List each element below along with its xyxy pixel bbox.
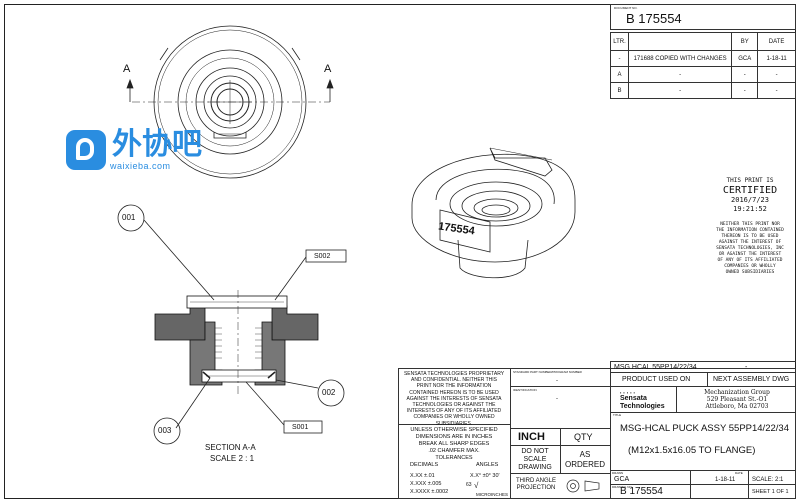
ident-label: IDENTIFICATION [513, 388, 537, 392]
rev-row: - 171688 COPIED WITH CHANGES GCA 1-18-11 [610, 50, 796, 67]
scale-value: SCALE: 2:1 [752, 477, 784, 483]
product-used-on-value: MSG HCAL 55PP14/22/34 [614, 364, 697, 371]
std-part-value: - [556, 378, 558, 384]
isometric-view [411, 147, 576, 279]
section-arrow-label-right: A [324, 63, 332, 75]
angles-label: ANGLES [476, 462, 499, 468]
callout-box-s001 [283, 420, 323, 434]
title-label: TITLE [613, 413, 622, 417]
certified-stamp: THIS PRINT IS CERTIFIED 2016/7/23 19:21:… [716, 177, 784, 275]
logo-dots-icon: ▪▪▪▪▪ [620, 390, 638, 395]
projection-symbol-icon [566, 479, 600, 493]
drawn-label: DRAWN [612, 471, 624, 475]
product-used-on-label: PRODUCT USED ON [622, 376, 691, 383]
rev-row: B - - - [610, 82, 796, 99]
drawn-value: GCA [614, 476, 630, 483]
doc-no-box [610, 4, 796, 30]
rev-header-desc [627, 32, 733, 51]
balloon-003-label: 003 [158, 426, 172, 435]
drawing-title-line2: (M12x1.5x16.05 TO FLANGE) [628, 445, 756, 456]
third-angle-projection: THIRD ANGLE PROJECTION [515, 478, 556, 491]
as-ordered: AS ORDERED [564, 450, 605, 469]
balloon-002 [317, 379, 345, 407]
balloon-002-label: 002 [322, 388, 336, 397]
drawing-no-label: DRAWING NO. [612, 485, 633, 489]
next-assy-label: NEXT ASSEMBLY DWG [713, 376, 790, 383]
rev-row: A - - - [610, 66, 796, 83]
tolerance-4: X.XXXX ±.0002 [410, 489, 449, 495]
title-block [398, 368, 796, 499]
balloon-001-label: 001 [122, 213, 136, 222]
watermark-logo-icon [66, 130, 106, 170]
doc-no: B 175554 [626, 11, 682, 26]
next-assy-value: - [745, 364, 748, 371]
callout-box-s002 [305, 249, 347, 263]
angle-tolerance: X.X° ±0° 30' [470, 473, 500, 479]
finish-check-icon: √ [474, 481, 479, 490]
watermark-brand: 外协吧 [112, 128, 202, 161]
doc-no-label: DOCUMENT NO. [614, 6, 638, 10]
section-arrow-label-left: A [123, 63, 131, 75]
units-inch: INCH [518, 431, 545, 443]
sheet-value: SHEET 1 OF 1 [752, 489, 789, 495]
balloon-003 [153, 417, 181, 445]
ident-value: - [556, 396, 558, 402]
qty-label: QTY [574, 432, 593, 442]
rev-header-by: BY [731, 32, 759, 51]
section-title: SECTION A-A [205, 443, 256, 452]
do-not-scale: DO NOT SCALE DRAWING [518, 448, 552, 471]
tolerance-3: X.XXX ±.005 [410, 481, 442, 487]
date-label: DATE [735, 471, 743, 475]
section-view [143, 219, 319, 429]
microinches-label: MICROINCHES [476, 492, 509, 497]
tolerance-notes: UNLESS OTHERWISE SPECIFIED DIMENSIONS AR… [410, 427, 498, 461]
rev-header-ltr: LTR. [610, 32, 629, 51]
callout-s001-label: S001 [292, 424, 309, 431]
finish-value: 63 [466, 482, 472, 488]
drawing-no: B 175554 [620, 486, 663, 497]
proprietary-notice: SENSATA TECHNOLOGIES PROPRIETARY AND CON… [403, 371, 505, 427]
date-value: 1-18-11 [715, 477, 736, 483]
watermark-url: waixieba.com [110, 161, 171, 171]
drawing-title-line1: MSG-HCAL PUCK ASSY 55PP14/22/34 [620, 423, 789, 434]
balloon-001 [117, 204, 145, 232]
decimals-label: DECIMALS [410, 462, 439, 468]
callout-s002-label: S002 [314, 253, 331, 260]
rev-header-date: DATE [757, 32, 796, 51]
top-view [126, 25, 334, 179]
section-scale: SCALE 2 : 1 [210, 454, 255, 463]
tolerance-2: X.XX ±.01 [410, 473, 435, 479]
revision-table: LTR. BY DATE - 171688 COPIED WITH CHANGE… [610, 32, 796, 99]
company-logo: ▪▪▪▪▪ Sensata Technologies [620, 390, 674, 411]
company-address: Mechanization Group 529 Pleasant St.-O1 … [704, 389, 770, 410]
std-part-label: STANDARD PART NUMBER/PROGRAM NUMBER [513, 370, 582, 374]
